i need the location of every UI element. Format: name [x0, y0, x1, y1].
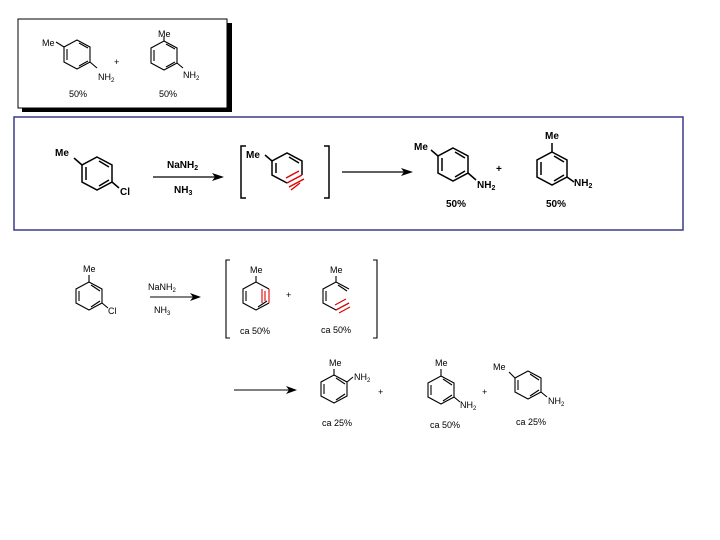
box-1-frame [17, 18, 228, 109]
p-toluidine-structure [55, 39, 98, 70]
box-2-p-toluidine [430, 147, 477, 182]
s3-aryne-a [242, 276, 270, 311]
s3-m-me-label: Me [435, 358, 448, 368]
s3-o-toluidine [320, 369, 354, 404]
s3-o-nh2-label: NH2 [354, 372, 371, 384]
box-2-mechanism: Me Cl NaNH2 NH3 Me [13, 116, 684, 231]
s3-m-nh2-label: NH2 [460, 400, 477, 412]
s3-para-yield: ca 25% [516, 417, 546, 427]
s3-p-nh2-label: NH2 [548, 396, 565, 408]
box-1-product-summary: Me NH2 + Me NH2 50% 50% [17, 18, 232, 112]
box-2-m-me-label: Me [545, 131, 559, 142]
s3-p-me-label: Me [493, 362, 506, 372]
s3-plus-2: + [378, 387, 383, 397]
s3-aryne-a-yield: ca 50% [240, 326, 270, 336]
m-toluidine-structure [150, 36, 184, 71]
m-nh2-label: NH2 [183, 70, 200, 82]
s3-o-me-label: Me [329, 358, 342, 368]
s3-meta-yield: ca 50% [430, 420, 460, 430]
s3-aryne-a-me-label: Me [250, 265, 263, 275]
s3-cl-label: Cl [108, 306, 117, 316]
m-chlorotoluene-structure [75, 275, 109, 311]
box-2-me-label: Me [55, 148, 69, 159]
box-2-cl-label: Cl [120, 187, 130, 198]
s3-aryne-b-yield: ca 50% [321, 325, 351, 335]
box-2-p-me-label: Me [414, 142, 428, 153]
p-nh2-label: NH2 [98, 72, 115, 84]
s3-ortho-yield: ca 25% [322, 418, 352, 428]
s3-me-label: Me [83, 264, 96, 274]
box-1-yield-meta: 50% [159, 89, 177, 99]
box-2-aryne-me-label: Me [246, 150, 260, 161]
m-me-label: Me [158, 29, 171, 39]
s3-p-toluidine [508, 370, 548, 400]
p-me-label: Me [42, 38, 55, 48]
box-2-aryne-intermediate [264, 152, 305, 191]
box-2-yield-para: 50% [446, 199, 466, 210]
s3-aryne-b [322, 276, 351, 314]
box-2-m-nh2-label: NH2 [574, 178, 592, 190]
box-1-yield-para: 50% [69, 89, 87, 99]
scheme-3-meta-chlorotoluene: Me Cl NaNH2 NH3 Me + [75, 259, 565, 430]
s3-aryne-b-me-label: Me [330, 265, 343, 275]
box-2-m-toluidine [536, 143, 575, 186]
plus-sign: + [114, 57, 119, 67]
p-chlorotoluene-structure [73, 156, 120, 191]
s3-reagent-bottom: NH3 [154, 305, 171, 317]
s3-plus-1: + [286, 290, 291, 300]
box-2-plus: + [496, 164, 502, 175]
box-2-frame [13, 116, 684, 231]
box-2-yield-meta: 50% [546, 199, 566, 210]
s3-m-toluidine [427, 369, 461, 405]
s3-bracket-left [225, 259, 230, 339]
s3-plus-3: + [482, 387, 487, 397]
box-2-p-nh2-label: NH2 [477, 180, 495, 192]
box-2-bracket-left [240, 145, 246, 199]
box-2-reagent-bottom: NH3 [174, 185, 192, 197]
s3-reagent-top: NaNH2 [148, 282, 177, 294]
box-2-reagent-top: NaNH2 [167, 160, 198, 172]
s3-bracket-right [373, 259, 378, 339]
box-2-bracket-right [324, 145, 330, 199]
